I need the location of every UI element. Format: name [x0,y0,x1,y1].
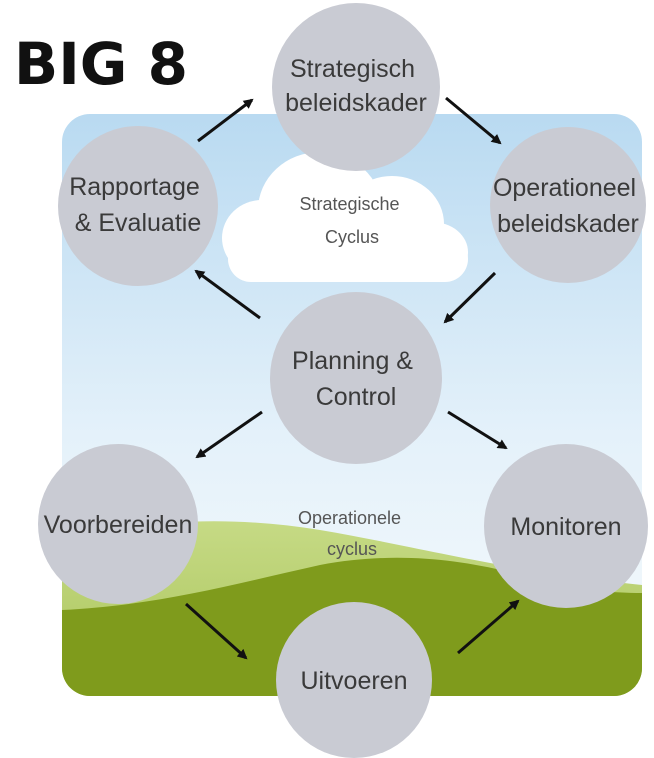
strategic-cycle-label: Strategische Cyclus [299,194,404,247]
arrow-rapportage-to-strategisch [197,98,254,143]
node-label: Voorbereiden [44,511,193,539]
arrow-planning-to-monitoren [447,410,508,450]
node-circle [484,444,648,608]
node-uitvoeren: Uitvoeren [276,602,432,758]
node-circle [272,3,440,171]
arrow-planning-to-rapportage [194,269,261,320]
node-label: Monitoren [510,513,621,541]
arrow-operationeel-to-planning [443,271,497,324]
node-circle [270,292,442,464]
node-circle [276,602,432,758]
node-circle [38,444,198,604]
arrow-planning-to-voorbereiden [195,410,263,459]
node-circle [58,126,218,286]
node-strategisch-beleidskader: Strategisch beleidskader [272,3,440,171]
arrows [184,96,520,660]
node-operationeel-beleidskader: Operationeel beleidskader [490,127,646,283]
node-rapportage-evaluatie: Rapportage & Evaluatie [58,126,218,286]
node-label: Operationeel beleidskader [493,174,643,238]
node-label: Rapportage & Evaluatie [69,173,207,237]
node-planning-control: Planning & Control [270,292,442,464]
node-circle [490,127,646,283]
node-voorbereiden: Voorbereiden [38,444,198,604]
page-title: BIG 8 [14,30,188,98]
node-label: Uitvoeren [301,667,408,695]
node-label: Planning & Control [292,347,420,411]
cloud [222,152,468,282]
node-monitoren: Monitoren [484,444,648,608]
arrow-uitvoeren-to-monitoren [457,599,520,655]
arrow-voorbereiden-to-uitvoeren [184,602,248,660]
arrow-strategisch-to-operationeel [445,96,502,145]
node-label: Strategisch beleidskader [285,55,427,117]
operational-cycle-label: Operationele cyclus [298,508,406,559]
